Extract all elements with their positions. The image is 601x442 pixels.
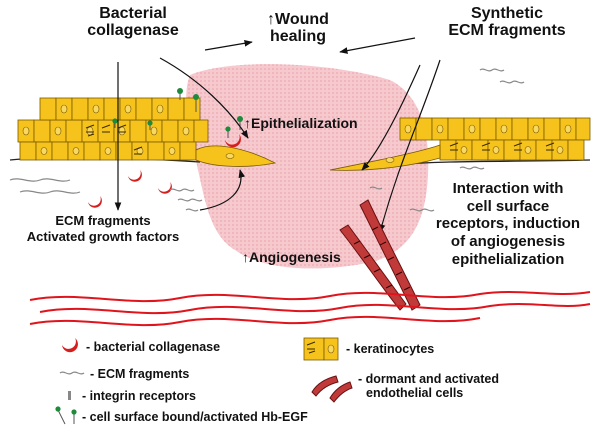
right-activated-keratinocyte-marks <box>449 142 555 151</box>
label-interaction-line2: cell surface <box>466 197 550 215</box>
collagenase-crescents <box>88 134 241 208</box>
label-bacterial-collagenase: Bacterial collagenase <box>78 5 188 40</box>
legend-endothelial-line1: - dormant and activated <box>358 372 499 386</box>
label-interaction-line3: receptors, induction <box>435 215 581 233</box>
label-interaction-line5: epithelialization <box>451 250 565 268</box>
label-synthetic-line1: Synthetic <box>470 5 543 22</box>
label-bacterial-line2: collagenase <box>87 21 179 39</box>
label-angiogenesis: ↑Angiogenesis <box>242 249 341 265</box>
crescent-icon <box>62 338 78 353</box>
label-synthetic-line2: ECM fragments <box>448 21 566 39</box>
legend-integrin-receptors: - integrin receptors <box>82 389 196 403</box>
label-interaction: Interaction with cell surface receptors,… <box>418 180 598 268</box>
label-bacterial-line1: Bacterial <box>99 5 167 22</box>
legend-keratinocytes: - keratinocytes <box>346 342 435 356</box>
hb-egf-receptors <box>112 88 243 138</box>
label-interaction-line4: of angiogenesis <box>450 233 566 251</box>
label-wound-line1: ↑Wound <box>267 11 329 28</box>
diagram-arrows <box>114 37 441 233</box>
dermis-wavy-lines <box>29 291 591 327</box>
legend-ecm-fragments: - ECM fragments <box>90 367 190 381</box>
legend-endothelial-line2: endothelial cells <box>366 386 464 401</box>
label-wound-healing: ↑Wound healing <box>248 11 348 46</box>
legend-endothelial: - dormant and activated endothelial cell… <box>358 372 499 401</box>
right-keratinocyte-nuclei <box>385 124 572 163</box>
label-synthetic-ecm: Synthetic ECM fragments <box>432 5 582 40</box>
squiggle-icon <box>59 371 85 375</box>
legend-bacterial-collagenase: - bacterial collagenase <box>86 340 221 354</box>
endothelial-icon <box>311 375 339 397</box>
label-interaction-line1: Interaction with <box>452 180 564 197</box>
integrin-icon <box>68 391 71 400</box>
legend-hb-egf: - cell surface bound/activated Hb-EGF <box>82 410 308 424</box>
label-activated-growth-factors: Activated growth factors <box>26 229 180 244</box>
endothelial-stripes <box>353 226 411 291</box>
legend-icons <box>55 337 353 425</box>
ecm-fragment-squiggles <box>9 68 525 212</box>
left-activated-keratinocyte-marks <box>85 124 143 155</box>
label-ecm-fragments: ECM fragments <box>55 213 151 228</box>
label-epithelialization: ↑Epithelialization <box>244 115 358 131</box>
label-wound-line2: healing <box>269 27 326 45</box>
